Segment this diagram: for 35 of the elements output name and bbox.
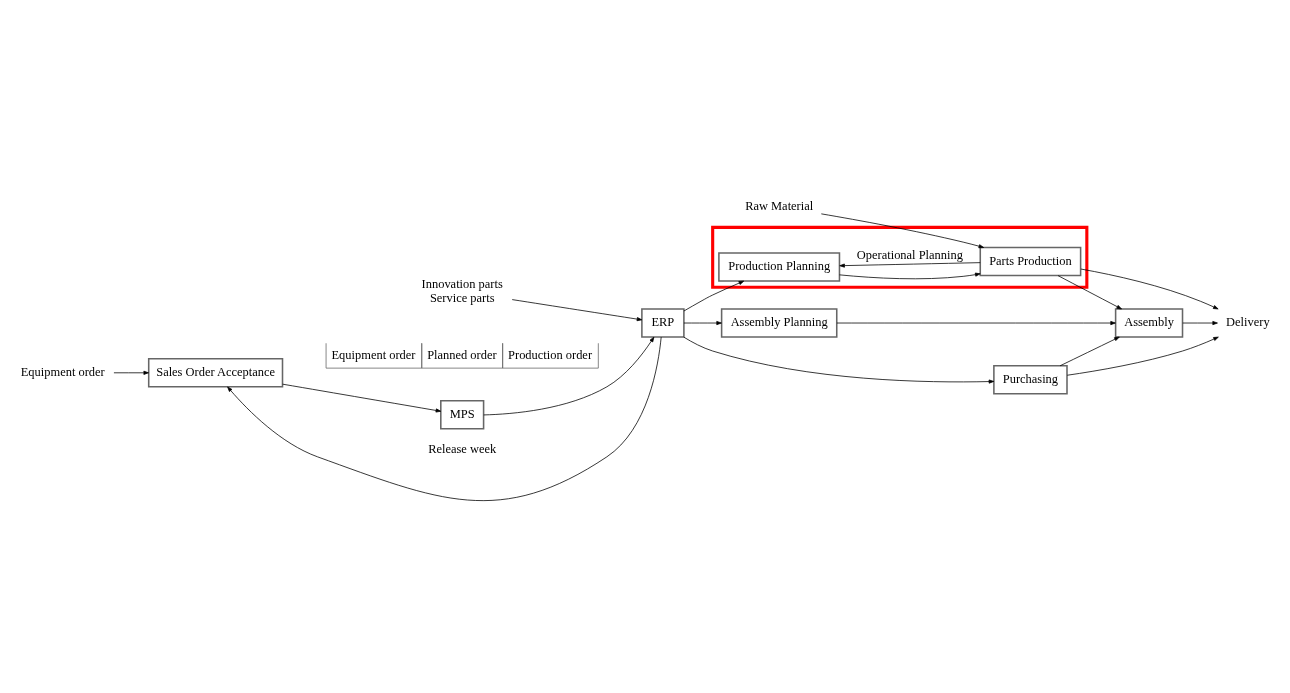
arrow — [683, 280, 745, 311]
arrow — [1066, 336, 1219, 376]
arrow — [227, 336, 662, 501]
arrow — [1059, 336, 1120, 366]
label: Planned order — [427, 347, 497, 362]
arrow — [839, 261, 981, 268]
node-box: ERP — [641, 307, 685, 338]
arrow — [839, 272, 981, 279]
node-box: MPS — [440, 399, 485, 430]
arrow — [282, 383, 442, 412]
edge-label: Release week — [428, 441, 497, 456]
arrow — [836, 320, 1116, 325]
node-box: Production Planning — [718, 251, 841, 282]
arrow — [113, 370, 149, 375]
node-box: Sales Order Acceptance — [147, 357, 284, 388]
label: Equipment order — [331, 347, 416, 362]
arrow — [1080, 268, 1219, 309]
node-text: Equipment order — [20, 364, 105, 379]
node-text: Raw Material — [745, 198, 814, 213]
node-box: Assembly — [1114, 307, 1184, 338]
label: Production order — [508, 347, 593, 362]
arrow — [683, 320, 722, 325]
edge-label: Operational Planning — [856, 247, 963, 262]
arrow — [483, 336, 655, 415]
arrow — [820, 212, 985, 248]
node-box: Purchasing — [993, 364, 1068, 395]
node-box: Parts Production — [979, 246, 1082, 276]
arrow — [511, 298, 643, 321]
node-text: Innovation parts Service parts — [421, 276, 503, 305]
node-text: Delivery — [1226, 314, 1270, 329]
arrow — [683, 336, 995, 384]
arrow — [1182, 320, 1218, 325]
node-box: Assembly Planning — [720, 307, 838, 338]
cluster — [711, 225, 1089, 289]
arrow — [1057, 274, 1122, 309]
